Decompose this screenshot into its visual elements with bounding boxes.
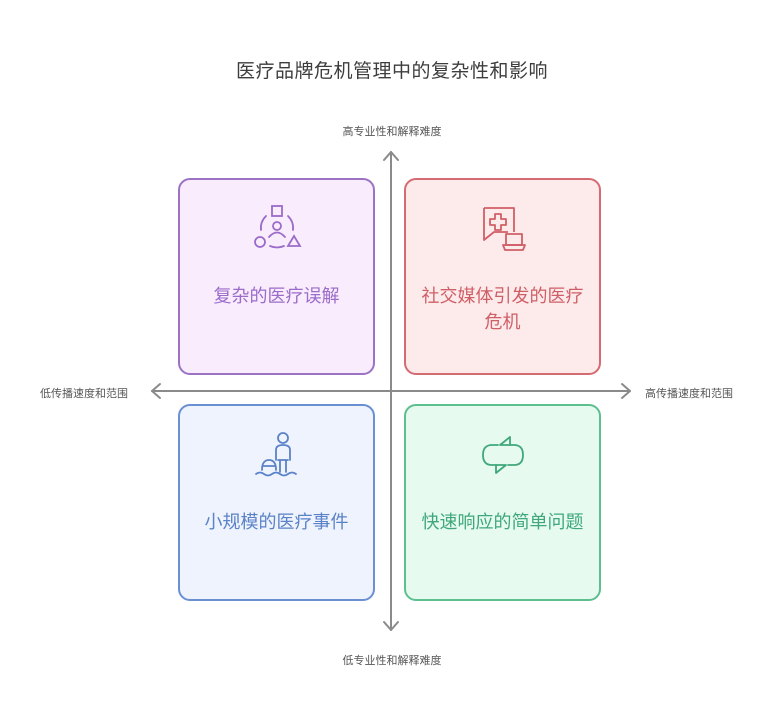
person-wading-icon	[254, 432, 297, 477]
diagram-title: 医疗品牌危机管理中的复杂性和影响	[235, 60, 548, 82]
axis-label-right: 高传播速度和范围	[645, 387, 733, 400]
quadrant-bottom-left: 小规模的医疗事件	[178, 404, 375, 601]
quadrant-label: 快速响应的简单问题	[421, 512, 584, 533]
cycle-arrows-icon	[481, 436, 524, 474]
quadrant-bottom-right: 快速响应的简单问题	[404, 404, 601, 601]
arrow-up-icon	[383, 151, 399, 161]
quadrant-top-left: 复杂的医疗误解	[178, 178, 375, 375]
axis-label-bottom: 低专业性和解释难度	[342, 654, 442, 667]
arrow-right-icon	[621, 383, 631, 399]
axis-label-top: 高专业性和解释难度	[342, 125, 442, 138]
axis-label-left: 低传播速度和范围	[40, 387, 128, 400]
arrow-down-icon	[383, 621, 399, 631]
quadrant-label: 小规模的医疗事件	[204, 512, 349, 533]
medical-chat-laptop-icon	[482, 207, 526, 251]
people-shapes-network-icon	[253, 205, 302, 249]
quadrant-label: 复杂的医疗误解	[213, 286, 340, 307]
arrow-left-icon	[151, 383, 161, 399]
quadrant-top-right: 社交媒体引发的医疗危机	[404, 178, 601, 375]
quadrant-label: 社交媒体引发的医疗危机	[421, 286, 584, 333]
